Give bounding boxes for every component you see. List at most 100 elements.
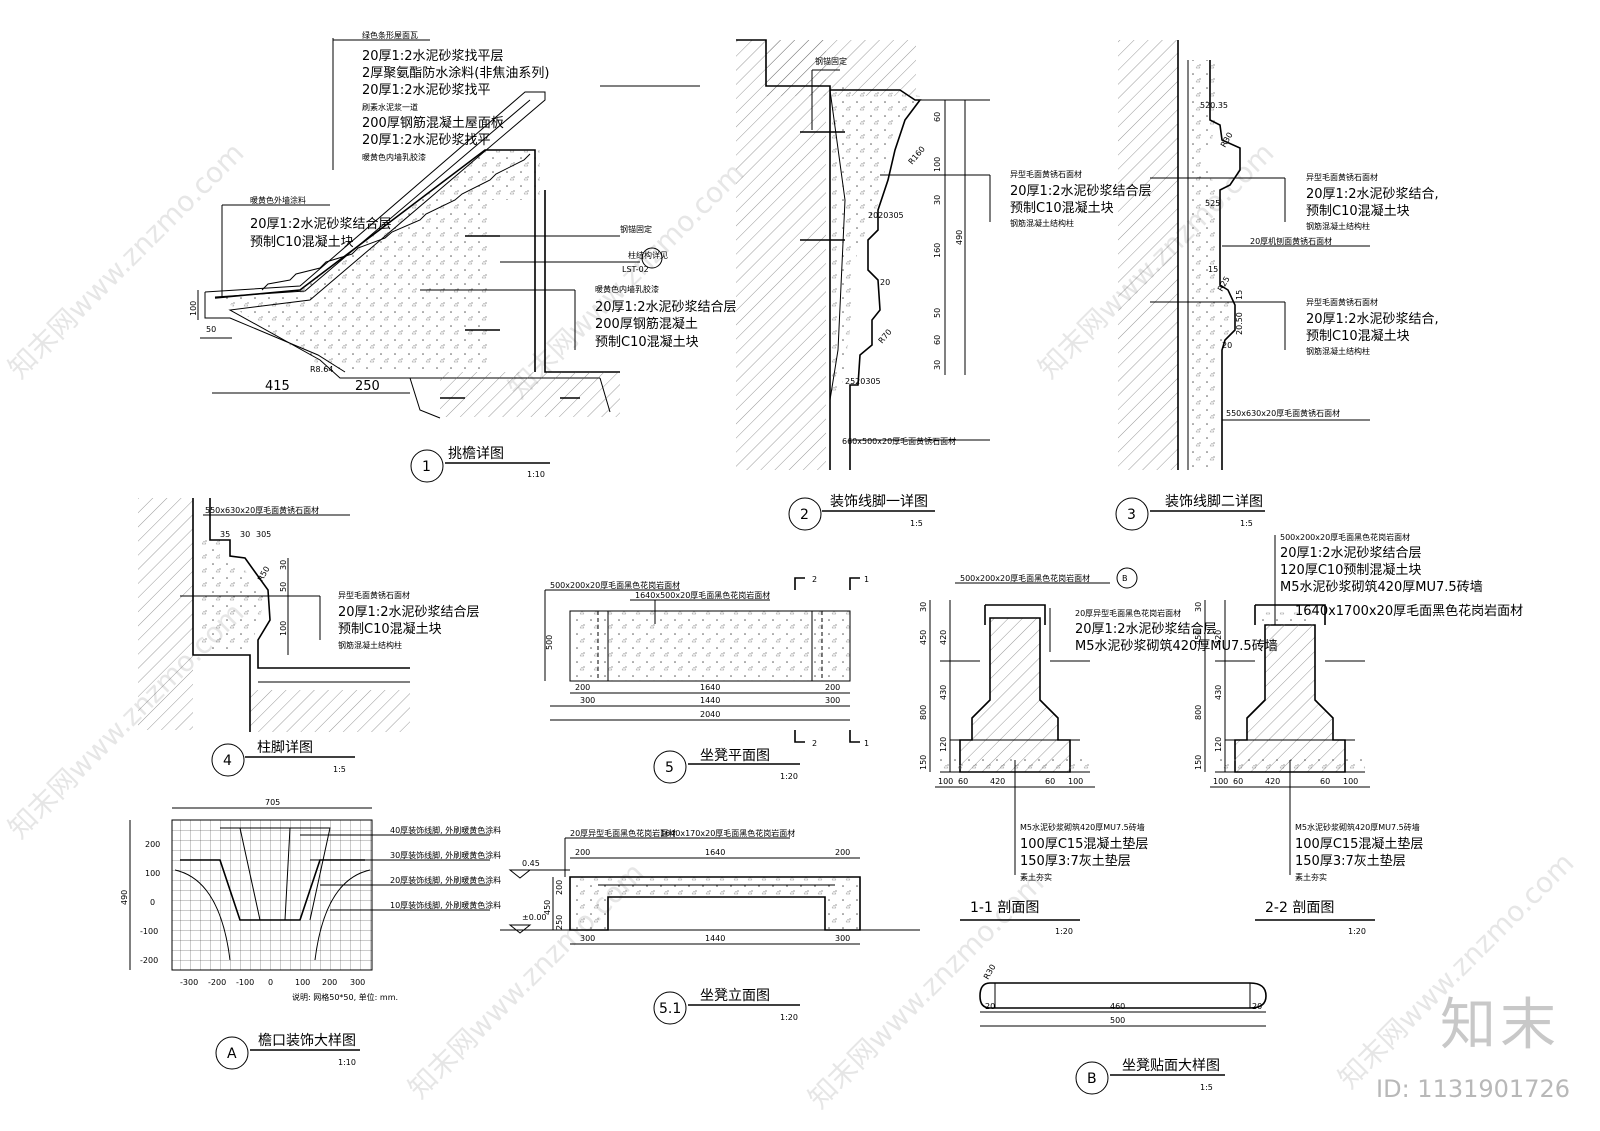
dim-label: 460 xyxy=(1110,1002,1125,1011)
note: 异型毛面黄锈石面材 xyxy=(1306,172,1378,182)
tick-label: 200 xyxy=(322,978,337,987)
detail-5-1-bench-elevation: 20厚异型毛面黑色花岗岩面材 1640x170x20厚毛面黑色花岗岩面材 200… xyxy=(500,828,920,1025)
dim-label: 300 xyxy=(835,934,850,943)
dim-label: R8.64 xyxy=(310,365,333,374)
note: M5水泥砂浆砌筑420厚MU7.5砖墙 xyxy=(1020,822,1145,832)
note: 暖黄色外墙涂料 xyxy=(250,195,306,205)
dim-label: 150 xyxy=(1194,755,1203,770)
note: 钢筋混凝土结构柱 xyxy=(1010,218,1074,228)
note: 暖黄色内墙乳胶漆 xyxy=(362,152,426,162)
dim-label: 1440 xyxy=(705,934,725,943)
note: M5水泥砂浆砌筑420厚MU7.5砖墙 xyxy=(1295,822,1420,832)
base-profile xyxy=(209,498,410,669)
dim-label: 50 xyxy=(933,308,942,318)
detail-number: 5.1 xyxy=(659,1001,681,1017)
dim-label: 800 xyxy=(919,705,928,720)
dim-label: 100 xyxy=(189,301,198,316)
note: 2厚聚氨酯防水涂料(非焦油系列) xyxy=(362,65,549,81)
dim-label: 30 xyxy=(933,195,942,205)
note: 绿色条形屋面瓦 xyxy=(362,30,418,40)
cut-label: 1 xyxy=(864,575,869,584)
note: 20厚异型毛面黑色花岗岩面材 xyxy=(570,828,676,838)
dim-label: 2040 xyxy=(700,710,720,719)
note: 100厚C15混凝土垫层 xyxy=(1295,836,1423,852)
detail-number: 3 xyxy=(1127,507,1136,523)
dim-label: 30 xyxy=(919,602,928,612)
section-2-2: 500x200x20厚毛面黑色花岗岩面材 20厚1:2水泥砂浆结合层 120厚C… xyxy=(1194,532,1523,936)
dim-label: 2520305 xyxy=(845,377,881,386)
dim-label: 60 xyxy=(933,112,942,122)
note: 500x200x20厚毛面黑色花岗岩面材 xyxy=(550,580,680,590)
eave-outline xyxy=(204,91,600,379)
detail-5-bench-plan: 500x200x20厚毛面黑色花岗岩面材 1640x500x20厚毛面黑色花岗岩… xyxy=(544,575,869,784)
bench-elevation xyxy=(570,877,860,930)
note: 异型毛面黄锈石面材 xyxy=(1306,297,1378,307)
note: 20厚异型毛面黑色花岗岩面材 xyxy=(1075,608,1181,618)
detail-title: 装饰线脚一详图 xyxy=(830,494,928,510)
cut-label: 2 xyxy=(812,575,817,584)
brick-wall xyxy=(1235,625,1345,772)
detail-scale: 1:20 xyxy=(780,1013,798,1022)
dim-label: 415 xyxy=(265,379,290,394)
note: 500x200x20厚毛面黑色花岗岩面材 xyxy=(1280,532,1410,542)
detail-number: 4 xyxy=(223,753,232,769)
note: 20厚1:2水泥砂浆结合, xyxy=(1306,312,1439,327)
dim-label: 30 xyxy=(279,560,288,570)
dim-label: 1640 xyxy=(705,848,725,857)
note: 20厚1:2水泥砂浆结合层 xyxy=(1280,546,1421,561)
tick-label: 200 xyxy=(145,840,160,849)
dim-label: 15 xyxy=(1208,265,1218,274)
dim-label: 200 xyxy=(825,683,840,692)
dim-label: 1440 xyxy=(700,696,720,705)
note: 30厚装饰线脚, 外刷暖黄色涂料 xyxy=(390,850,501,860)
dim-label: 100 xyxy=(1343,777,1358,786)
dim-label: 20.50 xyxy=(1235,312,1244,335)
detail-1-eave: 绿色条形屋面瓦 20厚1:2水泥砂浆找平层 2厚聚氨酯防水涂料(非焦油系列) 2… xyxy=(189,30,736,483)
note: 1640x500x20厚毛面黑色花岗岩面材 xyxy=(635,590,770,600)
dim-label: 420 xyxy=(939,630,948,645)
detail-a-eave-ornament: 705 490 200 100 0 -100 -200 -300 -200 -1… xyxy=(120,798,501,1070)
detail-scale: 1:20 xyxy=(1055,927,1073,936)
dim-label: 30 xyxy=(933,360,942,370)
dim-label: 20 xyxy=(1252,1002,1262,1011)
dim-label: 300 xyxy=(580,696,595,705)
dim-label: 100 xyxy=(279,621,288,636)
note: 钢筋混凝土结构柱 xyxy=(1306,346,1370,356)
tick-label: -100 xyxy=(236,978,254,987)
detail-4-column-base: 550x630x20厚毛面黄锈石面材 异型毛面黄锈石面材 20厚1:2水泥砂浆结… xyxy=(138,498,479,777)
note: 150厚3:7灰土垫层 xyxy=(1020,853,1131,869)
detail-number: 1 xyxy=(422,459,431,475)
dim-label: 300 xyxy=(825,696,840,705)
detail-title: 坐凳贴面大样图 xyxy=(1122,1058,1220,1074)
note: M5水泥砂浆砌筑420厚MU7.5砖墙 xyxy=(1075,638,1278,654)
note: 预制C10混凝土块 xyxy=(250,234,354,250)
dim-label: 20 xyxy=(880,278,890,287)
note: M5水泥砂浆砌筑420厚MU7.5砖墙 xyxy=(1280,579,1483,595)
dim-label: 420 xyxy=(1214,630,1223,645)
tick-label: 100 xyxy=(145,869,160,878)
note: 20厚1:2水泥砂浆结合层 xyxy=(250,217,391,232)
brick-wall xyxy=(960,618,1070,772)
note: 暖黄色内墙乳胶漆 xyxy=(595,284,659,294)
note: 预制C10混凝土块 xyxy=(1306,203,1410,219)
note: 20厚1:2水泥砂浆结合层 xyxy=(595,300,736,315)
note: 钢锚固定 xyxy=(620,224,652,234)
bench-top xyxy=(570,611,850,681)
cut-label: 1 xyxy=(864,739,869,748)
dim-label: R160 xyxy=(907,145,927,167)
detail-scale: 1:5 xyxy=(910,519,923,528)
dim-label: 120 xyxy=(939,737,948,752)
dim-label: 100 xyxy=(933,157,942,172)
dim-label: 200 xyxy=(575,848,590,857)
detail-b-bench-facing: R30 20 460 20 500 B 坐凳贴面大样图 1:5 xyxy=(979,963,1267,1095)
ornament-grid xyxy=(171,819,373,971)
dim-label: 525 xyxy=(1205,199,1220,208)
note: 预制C10混凝土块 xyxy=(595,334,699,350)
note: 40厚装饰线脚, 外刷暖黄色涂料 xyxy=(390,825,501,835)
grid-caption: 说明: 网格50*50, 单位: mm. xyxy=(292,992,398,1002)
dim-label: R30 xyxy=(982,963,998,981)
dim-label: 50 xyxy=(206,325,216,334)
molding-concrete xyxy=(830,86,920,400)
note: 200厚钢筋混凝土 xyxy=(595,316,698,332)
